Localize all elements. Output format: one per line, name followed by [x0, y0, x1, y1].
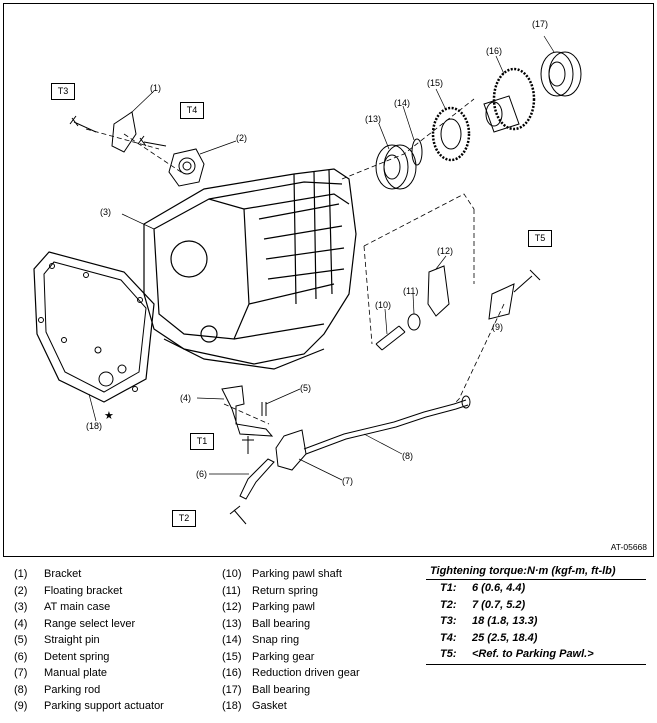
ball-bearing-17: [540, 51, 582, 97]
legend-item: (9)Parking support actuator: [14, 700, 164, 712]
diagram-drawing: [33, 35, 582, 525]
torque-table: Tightening torque:N·m (kgf-m, ft-lb) T1:…: [426, 564, 646, 665]
torque-tag-t2: T2: [172, 510, 196, 527]
legend-item: (13)Ball bearing: [222, 617, 311, 630]
star-mark: ★: [104, 410, 114, 422]
callout-11: (11): [403, 286, 419, 296]
range-select-lever-shape: [221, 385, 274, 437]
exploded-diagram: (1) (2) (3) (4) (5) (6) (7) (8) (9) (10)…: [3, 3, 654, 557]
callout-4: (4): [180, 393, 191, 403]
bolt-t4: [137, 135, 167, 147]
legend-item: (16)Reduction driven gear: [222, 667, 360, 679]
callout-15: (15): [427, 78, 444, 88]
bracket-shape: [111, 111, 137, 153]
parking-pawl-shape: [427, 265, 450, 317]
callout-3: (3): [100, 207, 111, 217]
torque-table-bottom-rule: [426, 663, 646, 665]
figure-id: AT-05668: [610, 542, 647, 552]
manual-plate-shape: [275, 429, 307, 471]
legend-item: (15)Parking gear: [222, 650, 315, 663]
legend-item: (6)Detent spring: [14, 650, 110, 663]
legend-item: (7)Manual plate: [14, 667, 107, 679]
callout-14: (14): [394, 98, 411, 108]
ball-bearing-13: [375, 144, 417, 190]
torque-table-title: Tightening torque:N·m (kgf-m, ft-lb): [426, 564, 646, 580]
legend-item: (5)Straight pin: [14, 634, 100, 646]
straight-pin-shape: [261, 402, 267, 416]
torque-tag-t5: T5: [528, 230, 552, 247]
callout-8: (8): [402, 451, 413, 461]
callout-10: (10): [375, 300, 392, 310]
callout-12: (12): [437, 246, 454, 256]
callout-7: (7): [342, 476, 353, 486]
callout-2: (2): [236, 133, 247, 143]
torque-tag-t3: T3: [51, 83, 75, 100]
parking-rod-shape: [303, 399, 469, 455]
callout-6: (6): [196, 469, 207, 479]
bolt-t1: [242, 436, 254, 454]
legend-item: (10)Parking pawl shaft: [222, 568, 342, 580]
callout-13: (13): [365, 114, 382, 124]
return-spring-shape: [407, 313, 421, 331]
callout-5: (5): [300, 383, 311, 393]
callout-9: (9): [492, 322, 503, 332]
gasket-shape: [33, 251, 155, 403]
bolt-t3: [69, 115, 97, 133]
callout-18: (18): [86, 421, 103, 431]
legend-item: (8)Parking rod: [14, 683, 101, 696]
callout-16: (16): [486, 46, 503, 56]
torque-tag-t4: T4: [180, 102, 204, 119]
legend-item: (17)Ball bearing: [222, 683, 311, 696]
parking-gear: [431, 106, 471, 162]
torque-row: T2:7 (0.7, 5.2): [440, 598, 526, 611]
torque-row: T3:18 (1.8, 13.3): [440, 615, 538, 627]
main-case-shape: [143, 168, 357, 370]
torque-tag-t1: T1: [190, 433, 214, 450]
reduction-driven-gear: [483, 67, 536, 133]
legend-column-1: (1)Bracket (2)Floating bracket (3)AT mai…: [14, 566, 164, 715]
bolt-t2: [229, 505, 247, 525]
bolt-t5: [513, 269, 541, 293]
legend-item: (3)AT main case: [14, 601, 111, 613]
legend-item: (2)Floating bracket: [14, 584, 123, 597]
parking-pawl-shaft-shape: [375, 325, 406, 351]
legend-item: (12)Parking pawl: [222, 601, 315, 613]
legend-item: (4)Range select lever: [14, 617, 136, 630]
legend-item: (14)Snap ring: [222, 634, 300, 646]
torque-row: T1:6 (0.6, 4.4): [440, 582, 526, 594]
legend-item: (1)Bracket: [14, 568, 82, 580]
snap-ring: [411, 138, 423, 166]
legend-item: (18)Gasket: [222, 700, 287, 712]
legend-column-2: (10)Parking pawl shaft (11)Return spring…: [222, 566, 360, 715]
detent-spring-shape: [239, 458, 275, 500]
torque-row: T4:25 (2.5, 18.4): [440, 631, 538, 644]
torque-row: T5:<Ref. to Parking Pawl.>: [440, 648, 594, 660]
floating-bracket-shape: [168, 148, 205, 187]
legend-item: (11)Return spring: [222, 584, 319, 597]
callout-1: (1): [150, 83, 161, 93]
callout-17: (17): [532, 19, 549, 29]
